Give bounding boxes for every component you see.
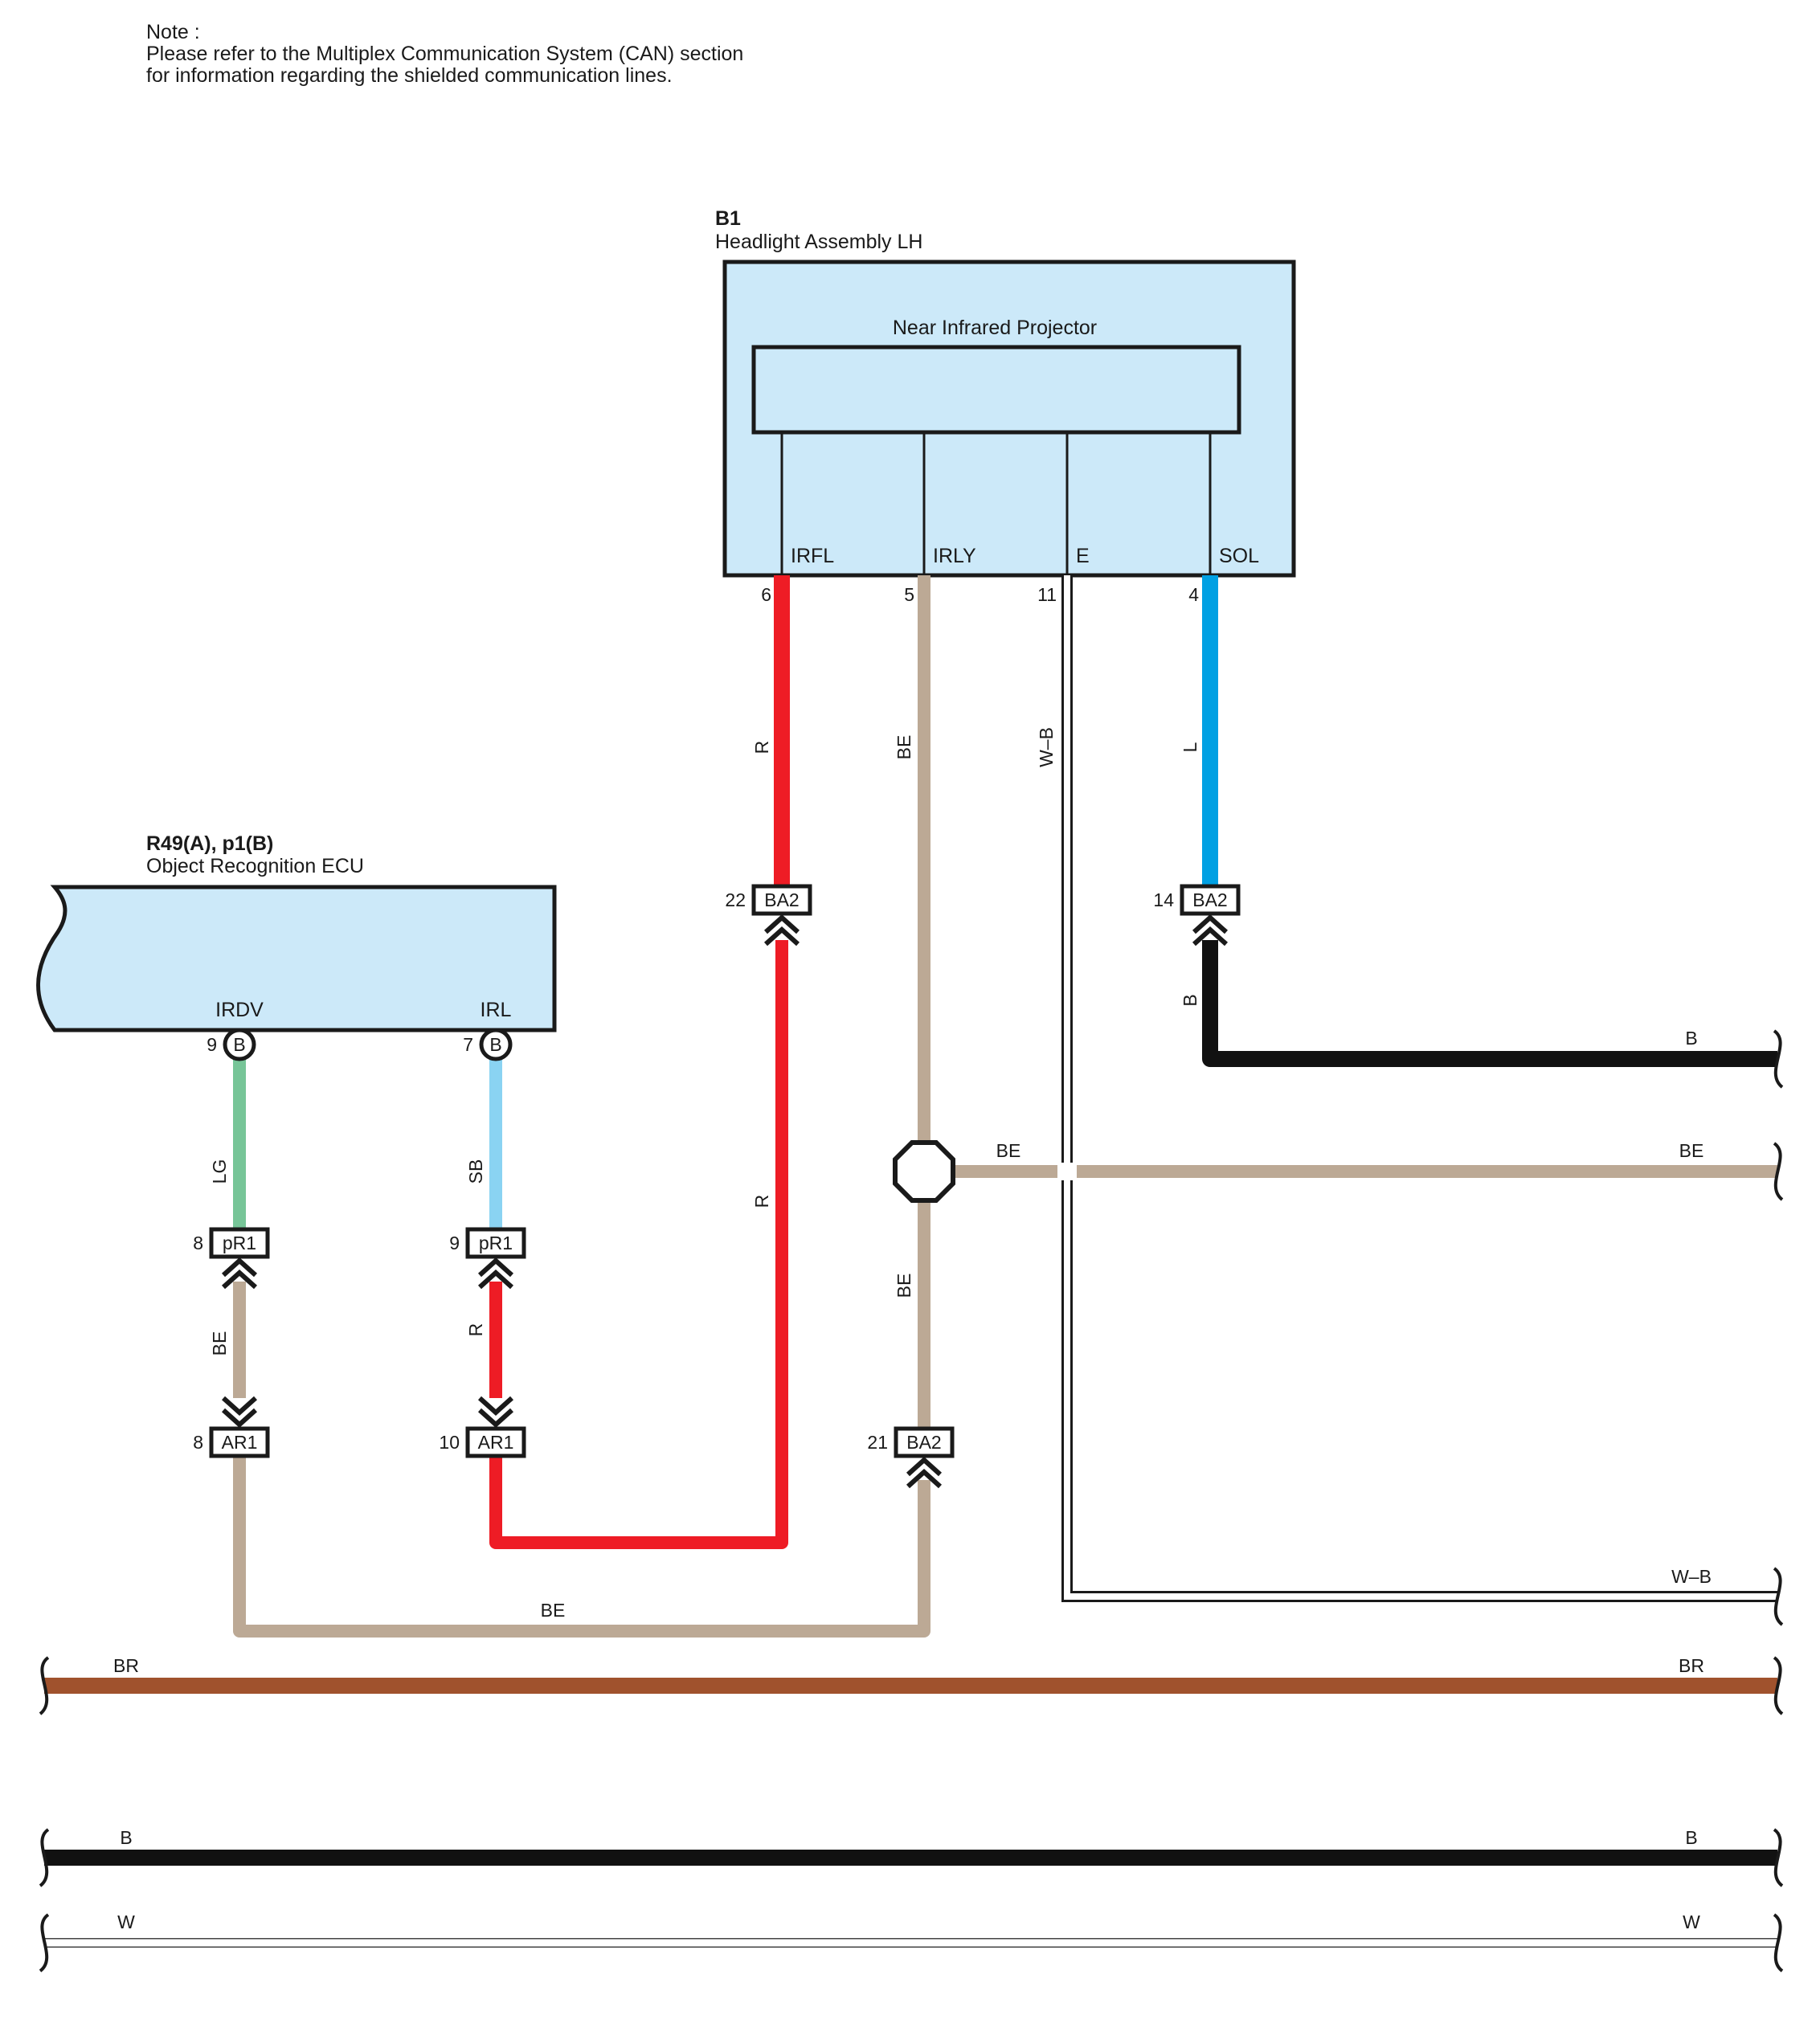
wire-label-b-right: B	[1685, 1028, 1697, 1049]
wire-label-l: L	[1180, 742, 1200, 752]
connector-pr1-9-name: pR1	[479, 1233, 513, 1253]
headlight-name: Headlight Assembly LH	[715, 231, 922, 253]
ecu-pin-irdv-letter: B	[233, 1034, 245, 1055]
pin-11: 11	[1037, 584, 1057, 605]
ecu-code: R49(A), p1(B)	[146, 832, 273, 855]
connector-ar1-8	[209, 1396, 270, 1458]
pin-4: 4	[1188, 584, 1199, 605]
note-line-2: for information regarding the shielded c…	[146, 64, 673, 87]
ecu-box	[36, 885, 557, 1032]
wire-label-lg: LG	[209, 1159, 230, 1184]
connector-ba2-14-pin: 14	[1153, 889, 1174, 910]
connector-ba2-22-pin: 22	[725, 889, 746, 910]
connector-ba2-14-name: BA2	[1192, 889, 1227, 910]
connector-pr1-8-name: pR1	[223, 1233, 256, 1253]
wire-label-be-right: BE	[1679, 1140, 1704, 1161]
connector-ar1-10-pin: 10	[439, 1432, 460, 1453]
connector-ba2-21-pin: 21	[867, 1432, 888, 1453]
wire-label-r-upper: R	[751, 741, 772, 754]
terminal-irdv: IRDV	[215, 999, 264, 1021]
near-infrared-projector-label: Near Infrared Projector	[893, 317, 1097, 339]
pin-5: 5	[904, 584, 914, 605]
pin-6: 6	[761, 584, 771, 605]
ecu-pin-irdv-circle	[223, 1028, 256, 1061]
wire-label-w-right: W	[1683, 1911, 1700, 1932]
wire-label-w-left: W	[117, 1911, 135, 1932]
continuation-brackets-left	[39, 1656, 50, 1973]
connector-ar1-10-name: AR1	[478, 1432, 514, 1453]
continuation-brackets-right	[1773, 1029, 1784, 1973]
ecu-name: Object Recognition ECU	[146, 855, 364, 877]
wire-wb-core	[1064, 575, 1777, 1600]
wire-label-b-bus-right: B	[1685, 1827, 1697, 1848]
wire-label-r-ar1: R	[465, 1323, 486, 1337]
connector-ar1-8-pin: 8	[193, 1432, 203, 1453]
ecu-pin-irl-letter: B	[489, 1034, 501, 1055]
terminal-irly: IRLY	[933, 545, 976, 567]
connector-ba2-21	[894, 1426, 955, 1489]
wire-label-be-splice: BE	[996, 1140, 1021, 1161]
connector-ba2-14	[1180, 884, 1241, 947]
ecu-pin-7: 7	[463, 1034, 473, 1055]
ecu-pin-irl-circle	[479, 1028, 513, 1061]
note-heading: Note :	[146, 21, 200, 43]
connector-pr1-8	[209, 1227, 270, 1290]
wire-label-be-middle: BE	[894, 1274, 914, 1298]
wire-label-sb: SB	[465, 1159, 486, 1184]
connector-ba2-22-name: BA2	[764, 889, 799, 910]
wire-label-be-upper: BE	[894, 735, 914, 760]
wire-b-ba2	[1202, 940, 1777, 1067]
terminal-sol: SOL	[1219, 545, 1259, 567]
terminal-irfl: IRFL	[791, 545, 834, 567]
connector-pr1-8-pin: 8	[193, 1233, 203, 1253]
wire-r-lower	[489, 940, 788, 1549]
wire-be-lower	[233, 1456, 930, 1638]
wire-label-br-left: BR	[113, 1655, 139, 1676]
connector-pr1-9-pin: 9	[449, 1233, 460, 1253]
wire-label-wb-right: W–B	[1671, 1566, 1712, 1587]
headlight-code: B1	[715, 207, 741, 230]
wire-label-be-bottom: BE	[541, 1600, 566, 1621]
wire-label-br-right: BR	[1679, 1655, 1704, 1676]
connector-ar1-10	[465, 1396, 526, 1458]
terminal-irl: IRL	[481, 999, 512, 1021]
near-infrared-projector-box	[751, 345, 1241, 435]
connector-ba2-21-name: BA2	[906, 1432, 941, 1453]
wire-label-b-vertical: B	[1180, 994, 1200, 1006]
wire-wb-outline	[1061, 575, 1777, 1602]
wire-label-be-lower-left: BE	[209, 1331, 230, 1356]
wire-label-b-bus-left: B	[120, 1827, 132, 1848]
splice-point	[893, 1140, 955, 1203]
connector-pr1-9	[465, 1227, 526, 1290]
wire-label-r-lower: R	[751, 1195, 772, 1208]
connector-ar1-8-name: AR1	[222, 1432, 258, 1453]
connector-ba2-22	[751, 884, 812, 947]
terminal-e: E	[1076, 545, 1090, 567]
ecu-pin-9: 9	[207, 1034, 217, 1055]
note-line-1: Please refer to the Multiplex Communicat…	[146, 43, 743, 65]
wire-label-wb-vertical: W–B	[1036, 727, 1057, 767]
